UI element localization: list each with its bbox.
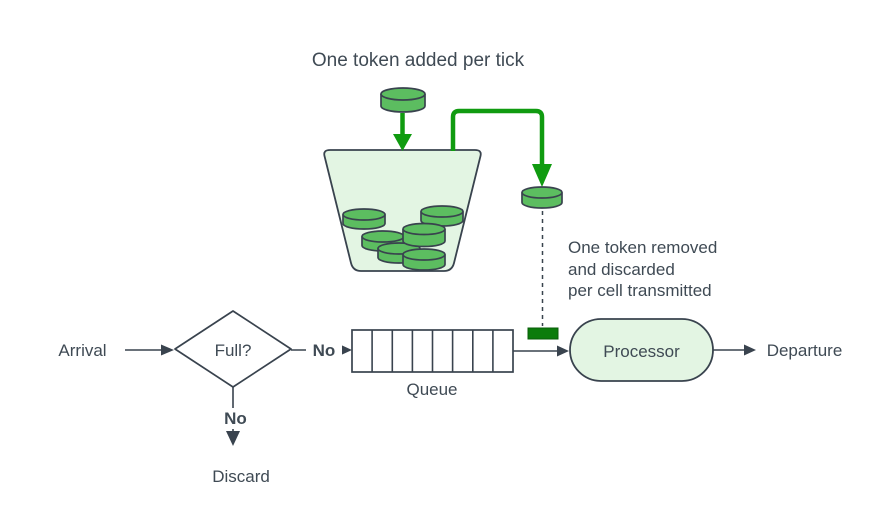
token-removed-note: One token removed and discarded per cell… xyxy=(568,238,718,300)
discard-arrowhead xyxy=(226,431,240,446)
decision-label: Full? xyxy=(214,341,252,360)
processor-label: Processor xyxy=(603,342,680,361)
token-cylinder xyxy=(402,248,446,271)
queue-label: Queue xyxy=(406,380,458,399)
queue-to-processor-arrowhead xyxy=(557,345,569,357)
discard-branch-label: No xyxy=(219,408,252,429)
token-cylinder xyxy=(402,222,446,248)
departure-arrowhead xyxy=(744,344,756,356)
diagram-title: One token added per tick xyxy=(311,50,525,71)
token-remove-arrowhead xyxy=(532,164,552,187)
token-cylinder xyxy=(420,205,464,227)
incoming-token-cylinder xyxy=(380,87,426,113)
token-remove-connector xyxy=(450,108,545,164)
arrival-label: Arrival xyxy=(58,341,107,360)
departure-label: Departure xyxy=(766,341,843,360)
no-branch-label: No xyxy=(306,340,342,361)
removed-token-cylinder xyxy=(521,186,563,209)
arrival-arrowhead xyxy=(161,344,174,356)
token-drop-arrowhead xyxy=(393,134,412,151)
no-branch-arrowhead xyxy=(340,344,352,356)
queue-shape xyxy=(351,329,514,373)
token-marker xyxy=(527,327,559,340)
decision-diamond xyxy=(174,310,292,388)
token-cylinder xyxy=(342,208,386,230)
discard-label: Discard xyxy=(212,467,270,486)
